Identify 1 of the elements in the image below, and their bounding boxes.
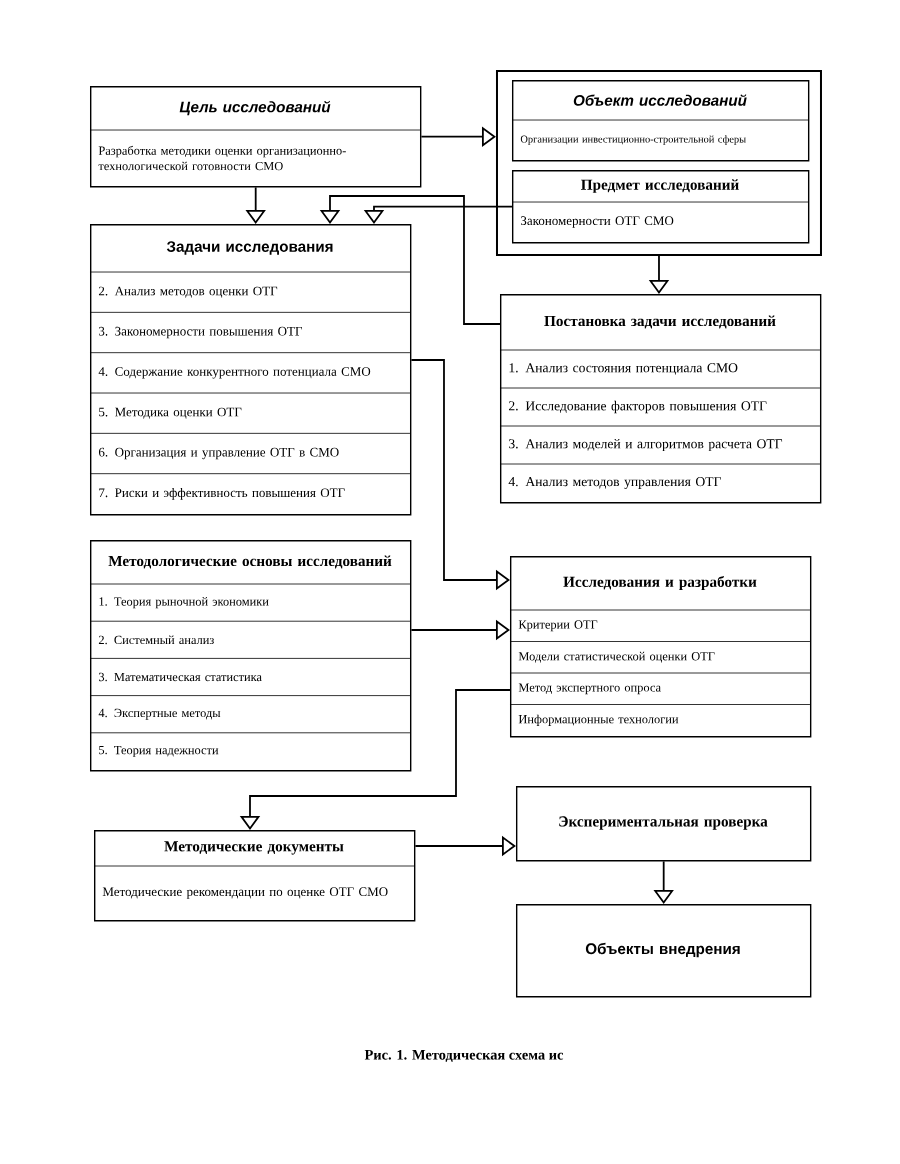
arrow xyxy=(420,126,496,147)
